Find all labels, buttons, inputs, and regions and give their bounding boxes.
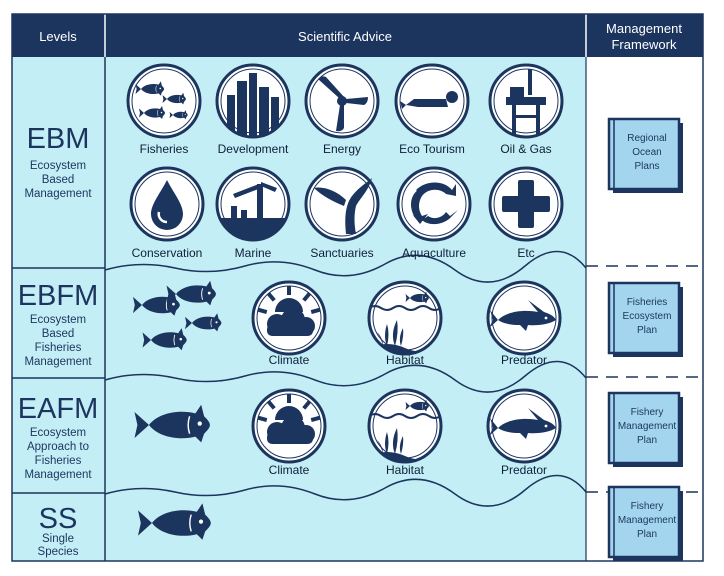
level-ebfm: EBFM Ecosystem Based Fisheries Managemen… [18,280,99,368]
level-ss: SS Single Species [38,503,79,558]
plan-book-regional-ocean: Regional Ocean Plans [607,117,685,195]
icon-label-habitat: Habitat [386,353,425,367]
icon-label-sanctuaries: Sanctuaries [310,246,373,260]
level-ss-line: Species [38,546,79,558]
level-ebm: EBM Ecosystem Based Management [24,123,92,200]
icon-label-predator: Predator [501,463,547,477]
header-bar [12,14,703,57]
icon-label-climate: Climate [269,463,310,477]
plan-book-text: Management [618,421,677,432]
level-ebfm-line: Based [42,328,75,340]
icon-label-predator: Predator [501,353,547,367]
level-ss-abbr: SS [39,503,78,535]
level-ss-line: Single [42,533,74,545]
icon-label-development: Development [218,142,289,156]
plan-book-text: Fishery [631,407,664,418]
level-ebfm-line: Fisheries [35,342,82,354]
level-ebm-line: Management [24,188,92,200]
icon-label-eco-tourism: Eco Tourism [399,142,465,156]
level-ebfm-line: Management [24,356,92,368]
header-management-framework-line1: Management [606,21,682,36]
fisheries-icon [126,63,202,139]
eco-tourism-icon [394,63,470,139]
level-ebfm-abbr: EBFM [18,280,99,312]
level-eafm-abbr: EAFM [18,393,99,425]
level-ebm-abbr: EBM [27,123,90,155]
icon-label-etc: Etc [517,246,534,260]
plan-book-text: Plan [637,435,657,446]
predator-icon [488,282,560,354]
predator-icon [488,390,560,462]
etc-icon [488,166,564,242]
icon-label-fisheries: Fisheries [140,142,189,156]
plan-book-text: Regional [627,133,666,144]
level-eafm-line: Fisheries [35,455,82,467]
plan-book-text: Fisheries [627,297,668,308]
climate-icon [253,282,325,354]
level-eafm-line: Management [24,469,92,481]
plan-book-text: Ocean [632,147,661,158]
conservation-icon [129,166,205,242]
icon-label-habitat: Habitat [386,463,425,477]
level-ebm-line: Based [42,174,75,186]
icon-label-oil-gas: Oil & Gas [500,142,551,156]
aquaculture-icon [396,166,472,242]
level-eafm: EAFM Ecosystem Approach to Fisheries Man… [18,393,99,481]
plan-book-text: Plans [634,161,659,172]
icon-label-conservation: Conservation [132,246,203,260]
icon-label-aquaculture: Aquaculture [402,246,466,260]
level-ebfm-line: Ecosystem [30,314,86,326]
plan-book-text: Management [618,515,677,526]
header-management-framework-line2: Framework [611,37,677,52]
level-eafm-line: Approach to [27,441,89,453]
plan-book-fisheries-ecosystem: Fisheries Ecosystem Plan [607,281,685,359]
marine-icon [215,166,291,242]
plan-book-fishery-management: Fishery Management Plan [607,391,685,469]
level-eafm-line: Ecosystem [30,427,86,439]
plan-book-fishery-management: Fishery Management Plan [607,485,685,563]
icon-label-energy: Energy [323,142,361,156]
energy-icon [304,63,380,139]
icon-label-climate: Climate [269,353,310,367]
level-ebm-line: Ecosystem [30,160,86,172]
development-icon [215,63,291,139]
climate-icon [253,390,325,462]
plan-book-text: Plan [637,325,657,336]
oil-gas-icon [488,63,564,139]
sanctuaries-icon [304,166,380,242]
header-scientific-advice: Scientific Advice [298,29,392,44]
header-levels: Levels [39,29,77,44]
plan-book-text: Ecosystem [623,311,672,322]
plan-book-text: Plan [637,529,657,540]
plan-book-text: Fishery [631,501,664,512]
icon-label-marine: Marine [235,246,272,260]
